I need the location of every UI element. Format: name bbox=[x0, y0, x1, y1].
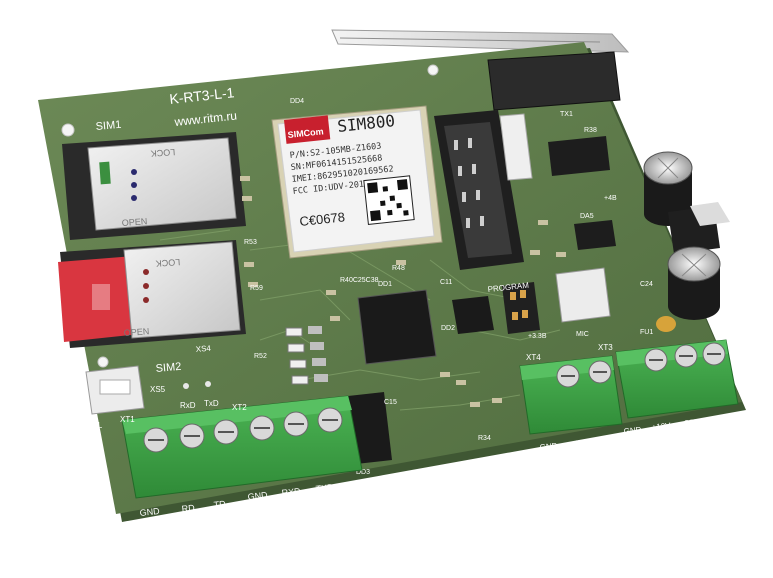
fuse-fu1: FU1 bbox=[640, 316, 676, 336]
terminal-block-xt3[interactable]: XT3 GND +12V CPW bbox=[598, 339, 739, 436]
txd-label: TxD bbox=[204, 399, 219, 408]
xs5-label: XS5 bbox=[150, 385, 166, 394]
model-label: K-RT3-L-1 bbox=[169, 84, 236, 107]
dd4-label: DD4 bbox=[290, 98, 304, 105]
xt2-pin-label: TXD bbox=[315, 482, 334, 494]
xt2-pin-label: RXD bbox=[281, 486, 301, 498]
xt1-pin-labels: GND RD TD GND RXD TXD bbox=[139, 482, 334, 518]
mic-connector[interactable]: MIC bbox=[555, 267, 611, 338]
rxd-label: RxD bbox=[180, 401, 196, 410]
ic-da5: R38 bbox=[548, 127, 610, 176]
sim-slot-1[interactable]: SIM1 LOCK OPEN bbox=[62, 119, 246, 240]
dd2-label: DD2 bbox=[441, 325, 455, 332]
sim-slot-2[interactable]: LOCK OPEN SIM2 XS4 bbox=[58, 240, 246, 375]
url-label: www.ritm.ru bbox=[173, 109, 238, 130]
da5-label: DA5 bbox=[580, 213, 594, 220]
xt4-label: XT4 bbox=[526, 353, 541, 362]
mcu-dd1: DD1 R40C25C38 bbox=[340, 277, 437, 365]
v33-label: +3.3B bbox=[528, 333, 547, 340]
relay: TX1 bbox=[487, 51, 621, 118]
xt2-pin-label: GND bbox=[247, 490, 268, 502]
sim2-open-text: OPEN bbox=[123, 326, 149, 338]
r48-label: R48 bbox=[392, 265, 405, 272]
terminal-screws-xt1[interactable] bbox=[143, 419, 239, 453]
sim1-open-text: OPEN bbox=[121, 216, 147, 228]
xt3-label: XT3 bbox=[598, 343, 613, 352]
xt4-pin-label: IN1 bbox=[575, 438, 589, 448]
r52-label: R52 bbox=[254, 353, 267, 360]
r59-label: R59 bbox=[250, 285, 263, 292]
simcom-logo bbox=[283, 115, 331, 144]
capacitor-bottom: C24 bbox=[640, 246, 721, 320]
fu1-label: FU1 bbox=[640, 329, 653, 336]
plus48-label: +4B bbox=[604, 195, 617, 202]
program-label: PROGRAM bbox=[487, 281, 529, 294]
terminal-screws-xt2[interactable] bbox=[249, 407, 343, 441]
xt3-pin-label: GND bbox=[623, 425, 642, 436]
capacitor-top bbox=[643, 151, 693, 226]
c15-label: C15 bbox=[384, 399, 397, 406]
smd-components bbox=[240, 176, 566, 407]
white-header-connector[interactable] bbox=[499, 113, 533, 181]
sim1-label: SIM1 bbox=[95, 119, 122, 133]
r53-label: R53 bbox=[244, 239, 257, 246]
sim2-lock-text: LOCK bbox=[155, 257, 180, 269]
xs4-label: XS4 bbox=[195, 344, 211, 354]
led-array: R52 bbox=[254, 326, 328, 385]
sim2-label: SIM2 bbox=[155, 361, 182, 375]
ic-small: DA5 bbox=[574, 213, 616, 250]
ic-dd2: DD2 bbox=[441, 296, 494, 334]
r38-label: R38 bbox=[584, 127, 597, 134]
terminal-block-xt4[interactable]: XT4 GND IN1 bbox=[519, 353, 623, 452]
xs5-connector[interactable]: XS5 bbox=[85, 365, 166, 415]
terminal-block-xt1-xt2[interactable]: XT1 XT2 bbox=[120, 395, 363, 499]
xt1-pin-label: TD bbox=[213, 499, 226, 510]
mic-label: MIC bbox=[576, 331, 589, 338]
xt1-label: XT1 bbox=[120, 415, 135, 424]
r34-label: R34 bbox=[478, 435, 491, 442]
qr-code bbox=[363, 175, 415, 225]
xt1-pin-label: RD bbox=[181, 503, 195, 514]
dd3-label: DD3 bbox=[356, 469, 370, 476]
ic-dd3: DD3 bbox=[348, 392, 392, 476]
xt2-label: XT2 bbox=[232, 403, 247, 412]
c24-label: C24 bbox=[640, 281, 653, 288]
module-ce: C€0678 bbox=[299, 209, 346, 229]
c11-label: C11 bbox=[440, 279, 452, 286]
xt3-pin-label: CPW bbox=[683, 417, 703, 428]
sim-chip-outline bbox=[92, 284, 110, 310]
dd1-label: DD1 bbox=[378, 281, 392, 288]
program-jumpers[interactable]: PROGRAM +3.3B bbox=[487, 281, 547, 340]
gsm-module-sim800: SIMCom SIM800 P/N:S2-105MB-Z1603 SN:MF06… bbox=[271, 98, 443, 259]
xt1-pin-label: GND bbox=[139, 506, 160, 518]
voltage-regulator bbox=[668, 202, 730, 254]
sim1-lock-text: LOCK bbox=[150, 147, 175, 159]
cl-label: CL bbox=[92, 421, 103, 430]
r40-label: R40C25C38 bbox=[340, 277, 379, 284]
module-brand: SIMCom bbox=[287, 126, 324, 140]
sim-chip-contact bbox=[99, 161, 111, 185]
tx1-label: TX1 bbox=[560, 111, 573, 118]
xt3-pin-label: +12V bbox=[651, 421, 671, 432]
idc-header-connector[interactable] bbox=[434, 110, 524, 270]
xt4-pin-label: GND bbox=[539, 441, 558, 452]
